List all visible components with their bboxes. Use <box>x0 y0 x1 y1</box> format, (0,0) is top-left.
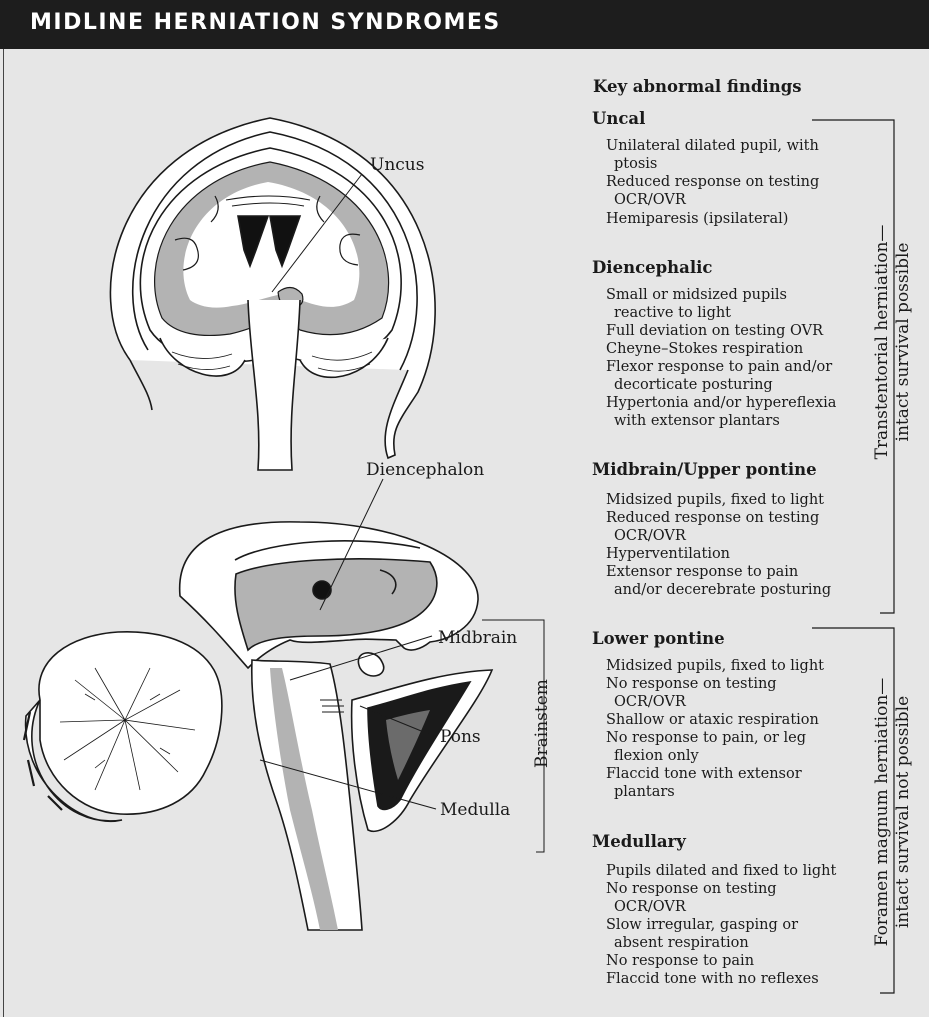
finding-line: Shallow or ataxic respiration <box>606 711 819 729</box>
foramen-label-line1: Foramen magnum herniation— <box>872 662 893 962</box>
transtentorial-label: Transtentorial herniation— intact surviv… <box>872 192 914 492</box>
finding-line: Midsized pupils, fixed to light <box>606 491 824 509</box>
section-heading-uncal: Uncal <box>592 110 645 128</box>
finding-line: Flexor response to pain and/or <box>606 358 832 376</box>
transtentorial-label-line2: intact survival possible <box>893 192 914 492</box>
finding-line: ptosis <box>614 155 657 173</box>
brainstem-label: Brainstem <box>532 679 552 768</box>
finding-line: Hypertonia and/or hypereflexia <box>606 394 836 412</box>
finding-line: No response on testing <box>606 880 777 898</box>
finding-line: absent respiration <box>614 934 749 952</box>
finding-line: OCR/OVR <box>614 191 686 209</box>
medulla-label: Medulla <box>440 800 510 820</box>
header-bar: MIDLINE HERNIATION SYNDROMES <box>0 0 929 49</box>
finding-line: No response to pain, or leg <box>606 729 806 747</box>
finding-line: OCR/OVR <box>614 693 686 711</box>
finding-line: OCR/OVR <box>614 898 686 916</box>
finding-line: No response to pain <box>606 952 754 970</box>
finding-line: No response on testing <box>606 675 777 693</box>
finding-line: Flaccid tone with no reflexes <box>606 970 819 988</box>
anatomy-illustrations: Uncus <box>0 49 600 1017</box>
finding-line: Reduced response on testing <box>606 509 819 527</box>
finding-line: Slow irregular, gasping or <box>606 916 798 934</box>
page-title: MIDLINE HERNIATION SYNDROMES <box>30 10 501 35</box>
finding-line: and/or decerebrate posturing <box>614 581 831 599</box>
finding-line: Unilateral dilated pupil, with <box>606 137 819 155</box>
finding-line: OCR/OVR <box>614 527 686 545</box>
finding-line: Extensor response to pain <box>606 563 798 581</box>
section-heading-medullary: Medullary <box>592 833 686 851</box>
pons-label: Pons <box>440 727 481 747</box>
finding-line: Midsized pupils, fixed to light <box>606 657 824 675</box>
finding-line: Full deviation on testing OVR <box>606 322 823 340</box>
findings-title: Key abnormal findings <box>593 78 802 96</box>
finding-line: Cheyne–Stokes respiration <box>606 340 803 358</box>
finding-line: with extensor plantars <box>614 412 780 430</box>
finding-line: plantars <box>614 783 675 801</box>
finding-line: Reduced response on testing <box>606 173 819 191</box>
finding-line: Hemiparesis (ipsilateral) <box>606 210 788 228</box>
midbrain-label: Midbrain <box>438 628 517 648</box>
uncus-label: Uncus <box>370 155 424 175</box>
section-heading-midbrain-upper-pontine: Midbrain/Upper pontine <box>592 461 817 479</box>
finding-line: reactive to light <box>614 304 731 322</box>
sagittal-brain-section <box>24 479 544 930</box>
finding-line: Small or midsized pupils <box>606 286 787 304</box>
foramen-label: Foramen magnum herniation— intact surviv… <box>872 662 914 962</box>
finding-line: decorticate posturing <box>614 376 773 394</box>
diencephalon-label: Diencephalon <box>366 460 484 480</box>
finding-line: Hyperventilation <box>606 545 730 563</box>
section-heading-diencephalic: Diencephalic <box>592 259 712 277</box>
finding-line: Pupils dilated and fixed to light <box>606 862 836 880</box>
finding-line: Flaccid tone with extensor <box>606 765 802 783</box>
finding-line: flexion only <box>614 747 699 765</box>
transtentorial-label-line1: Transtentorial herniation— <box>872 192 893 492</box>
section-heading-lower-pontine: Lower pontine <box>592 630 725 648</box>
foramen-label-line2: intact survival not possible <box>893 662 914 962</box>
